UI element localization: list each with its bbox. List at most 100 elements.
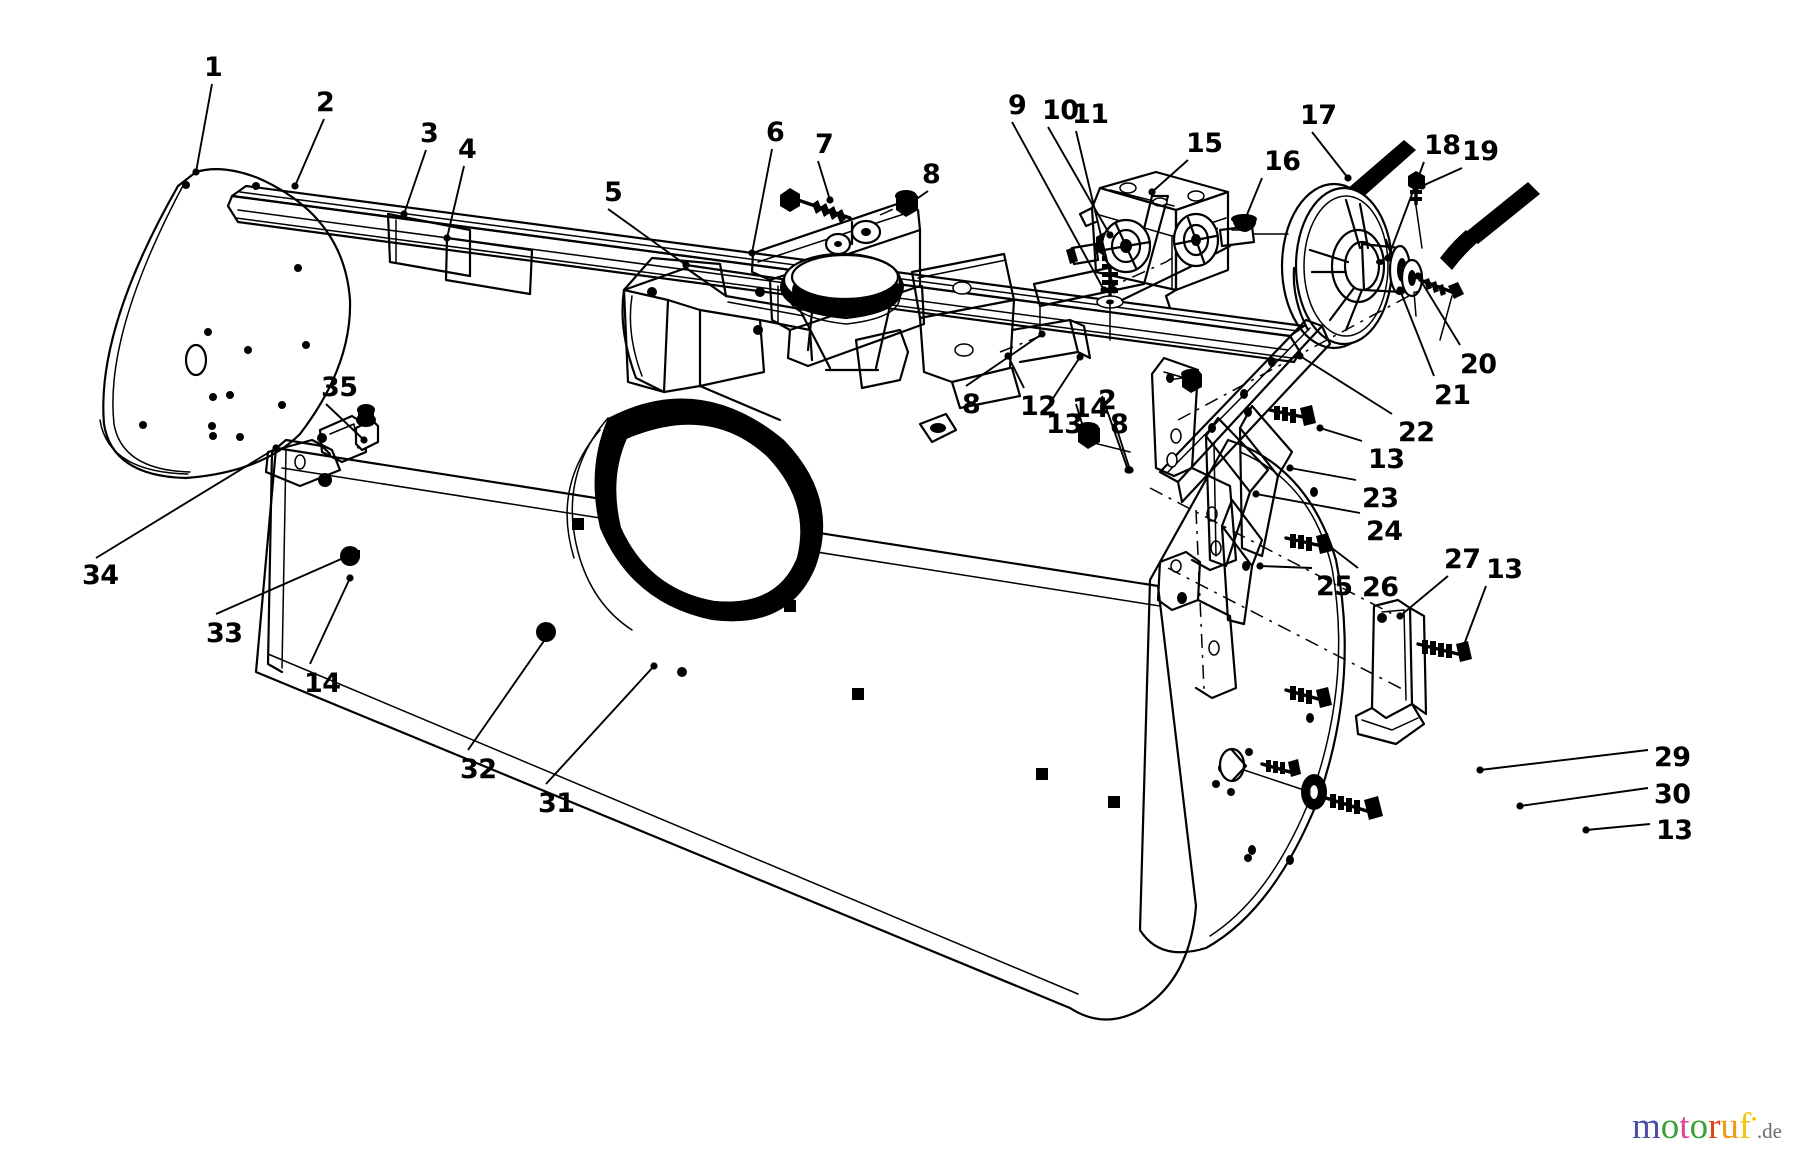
leader-endpoint-24: [1252, 490, 1260, 498]
leader-line-23: [1289, 467, 1357, 481]
leader-line-13: [1319, 427, 1363, 442]
callout-number-33: 33: [206, 618, 243, 649]
leader-line-3: [403, 149, 427, 215]
leader-line-5: [607, 208, 687, 266]
leader-line-18: [1387, 161, 1425, 259]
watermark-motoruf: motoruf•.de: [1632, 1108, 1782, 1145]
leader-endpoint-20: [1414, 272, 1422, 280]
lock-nut-8a: [879, 190, 918, 217]
leader-line-19: [1421, 167, 1463, 187]
callout-number-24: 24: [1366, 516, 1403, 547]
right-side-rail: [1158, 318, 1332, 504]
callout-number-31: 31: [538, 788, 575, 819]
callout-number-18: 18: [1424, 130, 1461, 161]
blade-moldboard: [254, 398, 1198, 1021]
right-upper-bracket: [1150, 356, 1238, 572]
leader-line-13: [1047, 356, 1081, 407]
leader-endpoint-31: [650, 662, 658, 670]
washer-30-bolt-13c: [1243, 769, 1383, 820]
leader-endpoint-29: [1476, 766, 1484, 774]
chute-base-ring: [780, 252, 904, 372]
bolt-29-assembly: [1212, 747, 1301, 862]
leader-endpoint-8: [904, 201, 912, 209]
skid-shoe-27: [1354, 598, 1428, 746]
callout-number-11: 11: [1072, 99, 1109, 130]
callout-number-13: 13: [1486, 554, 1523, 585]
leader-line-4: [446, 165, 465, 239]
callout-number-13: 13: [1656, 815, 1693, 846]
callout-number-8: 8: [1110, 409, 1129, 440]
leader-endpoint-35: [360, 436, 368, 444]
leader-line-6: [751, 148, 773, 254]
leader-endpoint-32: [542, 634, 550, 642]
callout-number-13: 13: [1046, 409, 1083, 440]
leader-line-8: [965, 333, 1043, 387]
top-rail-angle: [226, 184, 1306, 364]
callout-number-17: 17: [1300, 100, 1337, 131]
callout-number-20: 20: [1460, 349, 1497, 380]
baffle-plates: [386, 212, 534, 296]
leader-line-15: [1151, 159, 1189, 193]
callout-number-27: 27: [1444, 544, 1481, 575]
callout-number-21: 21: [1434, 380, 1471, 411]
watermark-letter-u: u: [1720, 1106, 1739, 1147]
leader-endpoint-3: [400, 210, 408, 218]
callout-number-3: 3: [420, 118, 439, 149]
leader-endpoint-8: [1126, 466, 1134, 474]
callout-number-26: 26: [1362, 572, 1399, 603]
leader-line-9: [1011, 121, 1105, 291]
leader-endpoint-16: [1240, 218, 1248, 226]
callout-number-35: 35: [321, 372, 358, 403]
callout-number-12: 12: [1020, 391, 1057, 422]
side-wall-bracket: [918, 194, 1170, 444]
leader-endpoint-23: [1286, 464, 1294, 472]
leader-line-30: [1519, 787, 1649, 807]
leader-line-29: [1479, 749, 1649, 771]
callout-number-8: 8: [922, 159, 941, 190]
leader-line-10: [1047, 126, 1111, 236]
callout-number-5: 5: [604, 177, 623, 208]
callout-number-2: 2: [316, 87, 335, 118]
leader-line-24: [1255, 493, 1361, 514]
leader-line-26: [1327, 544, 1359, 569]
leader-line-32: [467, 637, 547, 751]
leader-line-14: [309, 577, 351, 665]
callout-number-6: 6: [766, 117, 785, 148]
leader-line-13: [1585, 823, 1651, 831]
leader-endpoint-13: [1316, 424, 1324, 432]
watermark-tld: .de: [1756, 1119, 1782, 1143]
leader-endpoint-10: [1106, 231, 1114, 239]
leader-endpoint-14: [1080, 426, 1088, 434]
callout-number-25: 25: [1316, 571, 1353, 602]
leader-line-8: [1113, 419, 1131, 471]
leader-endpoint-19: [1418, 182, 1426, 190]
leader-line-2: [294, 118, 325, 187]
callout-number-34: 34: [82, 560, 119, 591]
leader-line-7: [817, 160, 831, 201]
leader-endpoint-5: [682, 261, 690, 269]
leader-endpoint-33: [344, 552, 352, 560]
drive-pulley-18: [1280, 182, 1412, 350]
watermark-letter-f: f: [1738, 1106, 1752, 1147]
leader-line-35: [325, 403, 365, 441]
lower-right-bracket: [1156, 550, 1332, 708]
leader-endpoint-13: [1582, 826, 1590, 834]
right-end-plate: [1138, 407, 1346, 954]
leader-endpoint-4: [443, 234, 451, 242]
callout-number-1: 1: [204, 52, 223, 83]
callout-number-8: 8: [962, 389, 981, 420]
watermark-dot: •: [1751, 1111, 1757, 1129]
leader-endpoint-26: [1324, 541, 1332, 549]
leader-endpoint-14: [346, 574, 354, 582]
leader-line-13: [1461, 585, 1487, 651]
leader-endpoint-6: [748, 249, 756, 257]
lock-nut-8b: [1167, 369, 1202, 393]
hex-bolt-13a: [1268, 405, 1316, 426]
leader-line-20: [1417, 275, 1461, 346]
leader-endpoint-25: [1256, 562, 1264, 570]
left-end-plate: [99, 168, 352, 480]
leader-line-14: [1075, 403, 1085, 431]
leader-endpoint-1: [192, 168, 200, 176]
callout-number-7: 7: [815, 129, 834, 160]
